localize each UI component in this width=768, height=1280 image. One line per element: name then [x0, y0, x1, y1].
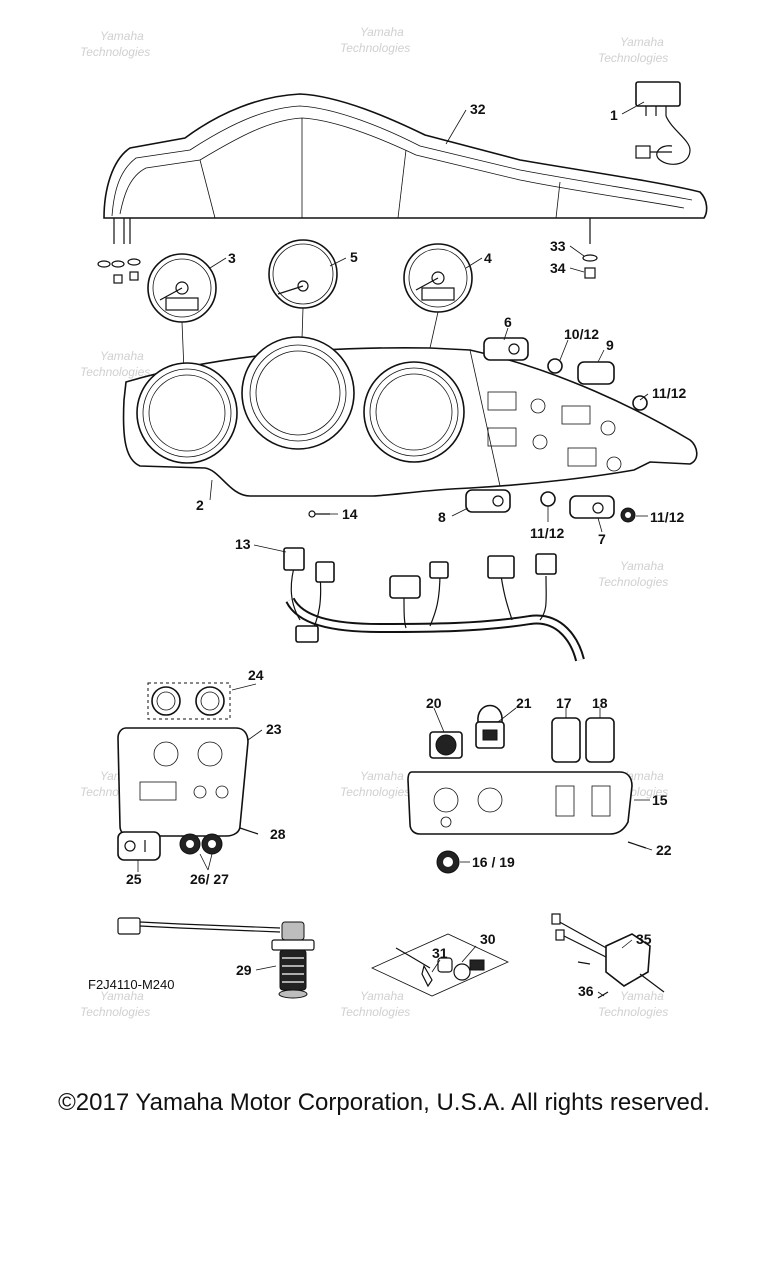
- watermark: Technologies: [80, 45, 150, 59]
- switch-part-6: [483, 337, 529, 361]
- watermark: Yamaha: [620, 559, 664, 573]
- watermark: Yamaha: [360, 25, 404, 39]
- key-part-31: [421, 964, 433, 988]
- watermark: Yamaha: [100, 29, 144, 43]
- callout-11-12-right: 11/12: [652, 385, 686, 401]
- sensor-part-29: [117, 917, 315, 999]
- callout-25: 25: [126, 871, 142, 887]
- callout-23: 23: [266, 721, 282, 737]
- watermark: Yamaha: [620, 989, 664, 1003]
- switch-part-9: [577, 361, 615, 385]
- callout-34: 34: [550, 260, 566, 276]
- callout-1: 1: [610, 107, 618, 123]
- knob-set-part-24: [147, 682, 231, 720]
- watermark: Yamaha: [100, 349, 144, 363]
- cap-part-11-lower-right: [620, 507, 636, 523]
- switch-part-8: [465, 489, 511, 513]
- copyright-notice: ©2017 Yamaha Motor Corporation, U.S.A. A…: [58, 1089, 710, 1116]
- rocker-switch-part-18: [585, 717, 615, 763]
- callout-18: 18: [592, 695, 608, 711]
- callout-36: 36: [578, 983, 594, 999]
- watermark: Technologies: [598, 51, 668, 65]
- usb-outlet-part-21: [475, 704, 505, 749]
- callout-28: 28: [270, 826, 286, 842]
- callout-21: 21: [516, 695, 532, 711]
- callouts: 1 32 3 5 4 33 34 6 10/12 9 11/12 2 14 8 …: [88, 101, 686, 999]
- leader-lines: [137, 101, 653, 997]
- wire-harness-part-13: [283, 547, 585, 662]
- watermark: Technologies: [340, 41, 410, 55]
- dash-hood-part-32: [103, 93, 708, 244]
- watermark: Technologies: [340, 785, 410, 799]
- dash-panel-part-2: [122, 336, 698, 497]
- callout-16-19: 16 / 19: [472, 854, 515, 870]
- callout-32: 32: [470, 101, 486, 117]
- callout-2: 2: [196, 497, 204, 513]
- callout-35: 35: [636, 931, 652, 947]
- key-switch-kit-part-30: [371, 933, 509, 997]
- callout-29: 29: [236, 962, 252, 978]
- buzzer-part-1: [635, 81, 691, 165]
- callout-20: 20: [426, 695, 442, 711]
- washer-part-33: [582, 254, 598, 262]
- callout-7: 7: [598, 531, 606, 547]
- watermark: Yamaha: [360, 989, 404, 1003]
- callout-11-12-middle: 11/12: [530, 525, 564, 541]
- screw-part-14: [308, 510, 330, 518]
- cap-part-11-right: [632, 395, 648, 411]
- watermark: Yamaha: [620, 35, 664, 49]
- watermark: Yamaha: [100, 989, 144, 1003]
- speedometer-gauge-part-5: [268, 239, 338, 401]
- callout-30: 30: [480, 931, 496, 947]
- callout-3: 3: [228, 250, 236, 266]
- grommet-part-26-27: [179, 833, 223, 855]
- callout-9: 9: [606, 337, 614, 353]
- sub-panel-part-15: [407, 771, 633, 835]
- relay-part-35: [551, 913, 665, 993]
- callout-13: 13: [235, 536, 251, 552]
- nut-washer-group-left: [97, 258, 141, 284]
- nut-part-34: [584, 267, 596, 279]
- tachometer-gauge-part-4: [403, 243, 473, 421]
- outlet-part-20: [429, 731, 463, 759]
- callout-15: 15: [652, 792, 668, 808]
- switch-part-7: [569, 495, 615, 519]
- diagram-code: F2J4110-M240: [88, 977, 174, 992]
- callout-5: 5: [350, 249, 358, 265]
- callout-8: 8: [438, 509, 446, 525]
- watermark: Technologies: [80, 365, 150, 379]
- switch-part-25: [117, 831, 161, 861]
- callout-10-12: 10/12: [564, 326, 599, 342]
- cap-part-11-lower-middle: [540, 491, 556, 507]
- tachometer-gauge-part-3: [147, 253, 217, 421]
- callout-14: 14: [342, 506, 358, 522]
- callout-24: 24: [248, 667, 264, 683]
- callout-4: 4: [484, 250, 492, 266]
- watermark: Technologies: [340, 1005, 410, 1019]
- watermark: Technologies: [80, 1005, 150, 1019]
- cap-part-10: [547, 358, 563, 374]
- callout-22: 22: [656, 842, 672, 858]
- callout-17: 17: [556, 695, 572, 711]
- watermark: Yamaha: [360, 769, 404, 783]
- rocker-switch-part-17: [551, 717, 581, 763]
- callout-6: 6: [504, 314, 512, 330]
- screw-part-28: [239, 827, 259, 835]
- callout-31: 31: [432, 945, 448, 961]
- watermark: Technologies: [598, 1005, 668, 1019]
- callout-33: 33: [550, 238, 566, 254]
- grommet-part-16-19: [436, 850, 460, 874]
- sub-panel-part-23: [117, 727, 249, 837]
- watermark: Technologies: [598, 575, 668, 589]
- callout-26-27: 26/ 27: [190, 871, 229, 887]
- screw-part-22: [627, 841, 647, 849]
- callout-11-12-lower-right: 11/12: [650, 509, 684, 525]
